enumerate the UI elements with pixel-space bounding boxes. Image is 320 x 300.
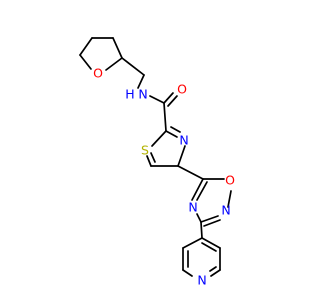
oxadiazole-nitrogen-b-label: N	[221, 203, 230, 218]
bond	[121, 57, 145, 76]
bond	[167, 95, 178, 107]
bond	[209, 266, 217, 272]
bond	[105, 57, 123, 71]
molecule-structure: O N H O S N O N N N	[79, 37, 235, 288]
tetrahydrofuran-ring	[79, 37, 123, 71]
pyridine-nitrogen-label: N	[197, 273, 206, 288]
thiazole-ring	[146, 126, 186, 167]
bond	[191, 178, 204, 201]
bond	[227, 190, 232, 208]
bond	[182, 269, 193, 277]
bond	[165, 130, 178, 138]
bond	[201, 237, 221, 249]
oxadiazole-ring	[191, 178, 232, 227]
thiazole-sulfur-label: S	[141, 143, 149, 158]
bond	[150, 152, 156, 163]
oxadiazole-oxygen-label: O	[225, 173, 235, 188]
bond	[200, 221, 203, 239]
bond	[146, 155, 152, 167]
bond	[201, 242, 217, 252]
bond	[149, 95, 165, 104]
molecule-canvas: O N H O S N O N N N	[79, 37, 235, 288]
bond	[182, 237, 203, 249]
bond	[203, 219, 221, 227]
bond	[200, 215, 219, 223]
bond	[163, 102, 167, 132]
methylene-linker	[121, 57, 145, 89]
amide-nitrogen-label: N	[138, 87, 147, 102]
pyridine-ring	[182, 237, 221, 277]
bond	[163, 92, 174, 104]
bond	[177, 165, 204, 180]
bond	[112, 37, 123, 59]
bond	[79, 54, 92, 70]
oxadiazole-nitrogen-a-label: N	[188, 200, 197, 215]
bond	[137, 74, 145, 89]
bond	[177, 145, 186, 167]
bond	[170, 126, 181, 133]
carbonyl-oxygen-label: O	[177, 82, 187, 97]
amide-hydrogen-label: H	[125, 87, 134, 102]
bond	[196, 181, 208, 201]
amide-group	[149, 92, 178, 132]
thiazole-nitrogen-label: N	[179, 133, 188, 148]
bond	[151, 130, 167, 147]
bond	[79, 37, 93, 56]
bond	[210, 269, 221, 277]
bond	[196, 213, 202, 223]
thf-oxygen-label: O	[93, 66, 103, 81]
